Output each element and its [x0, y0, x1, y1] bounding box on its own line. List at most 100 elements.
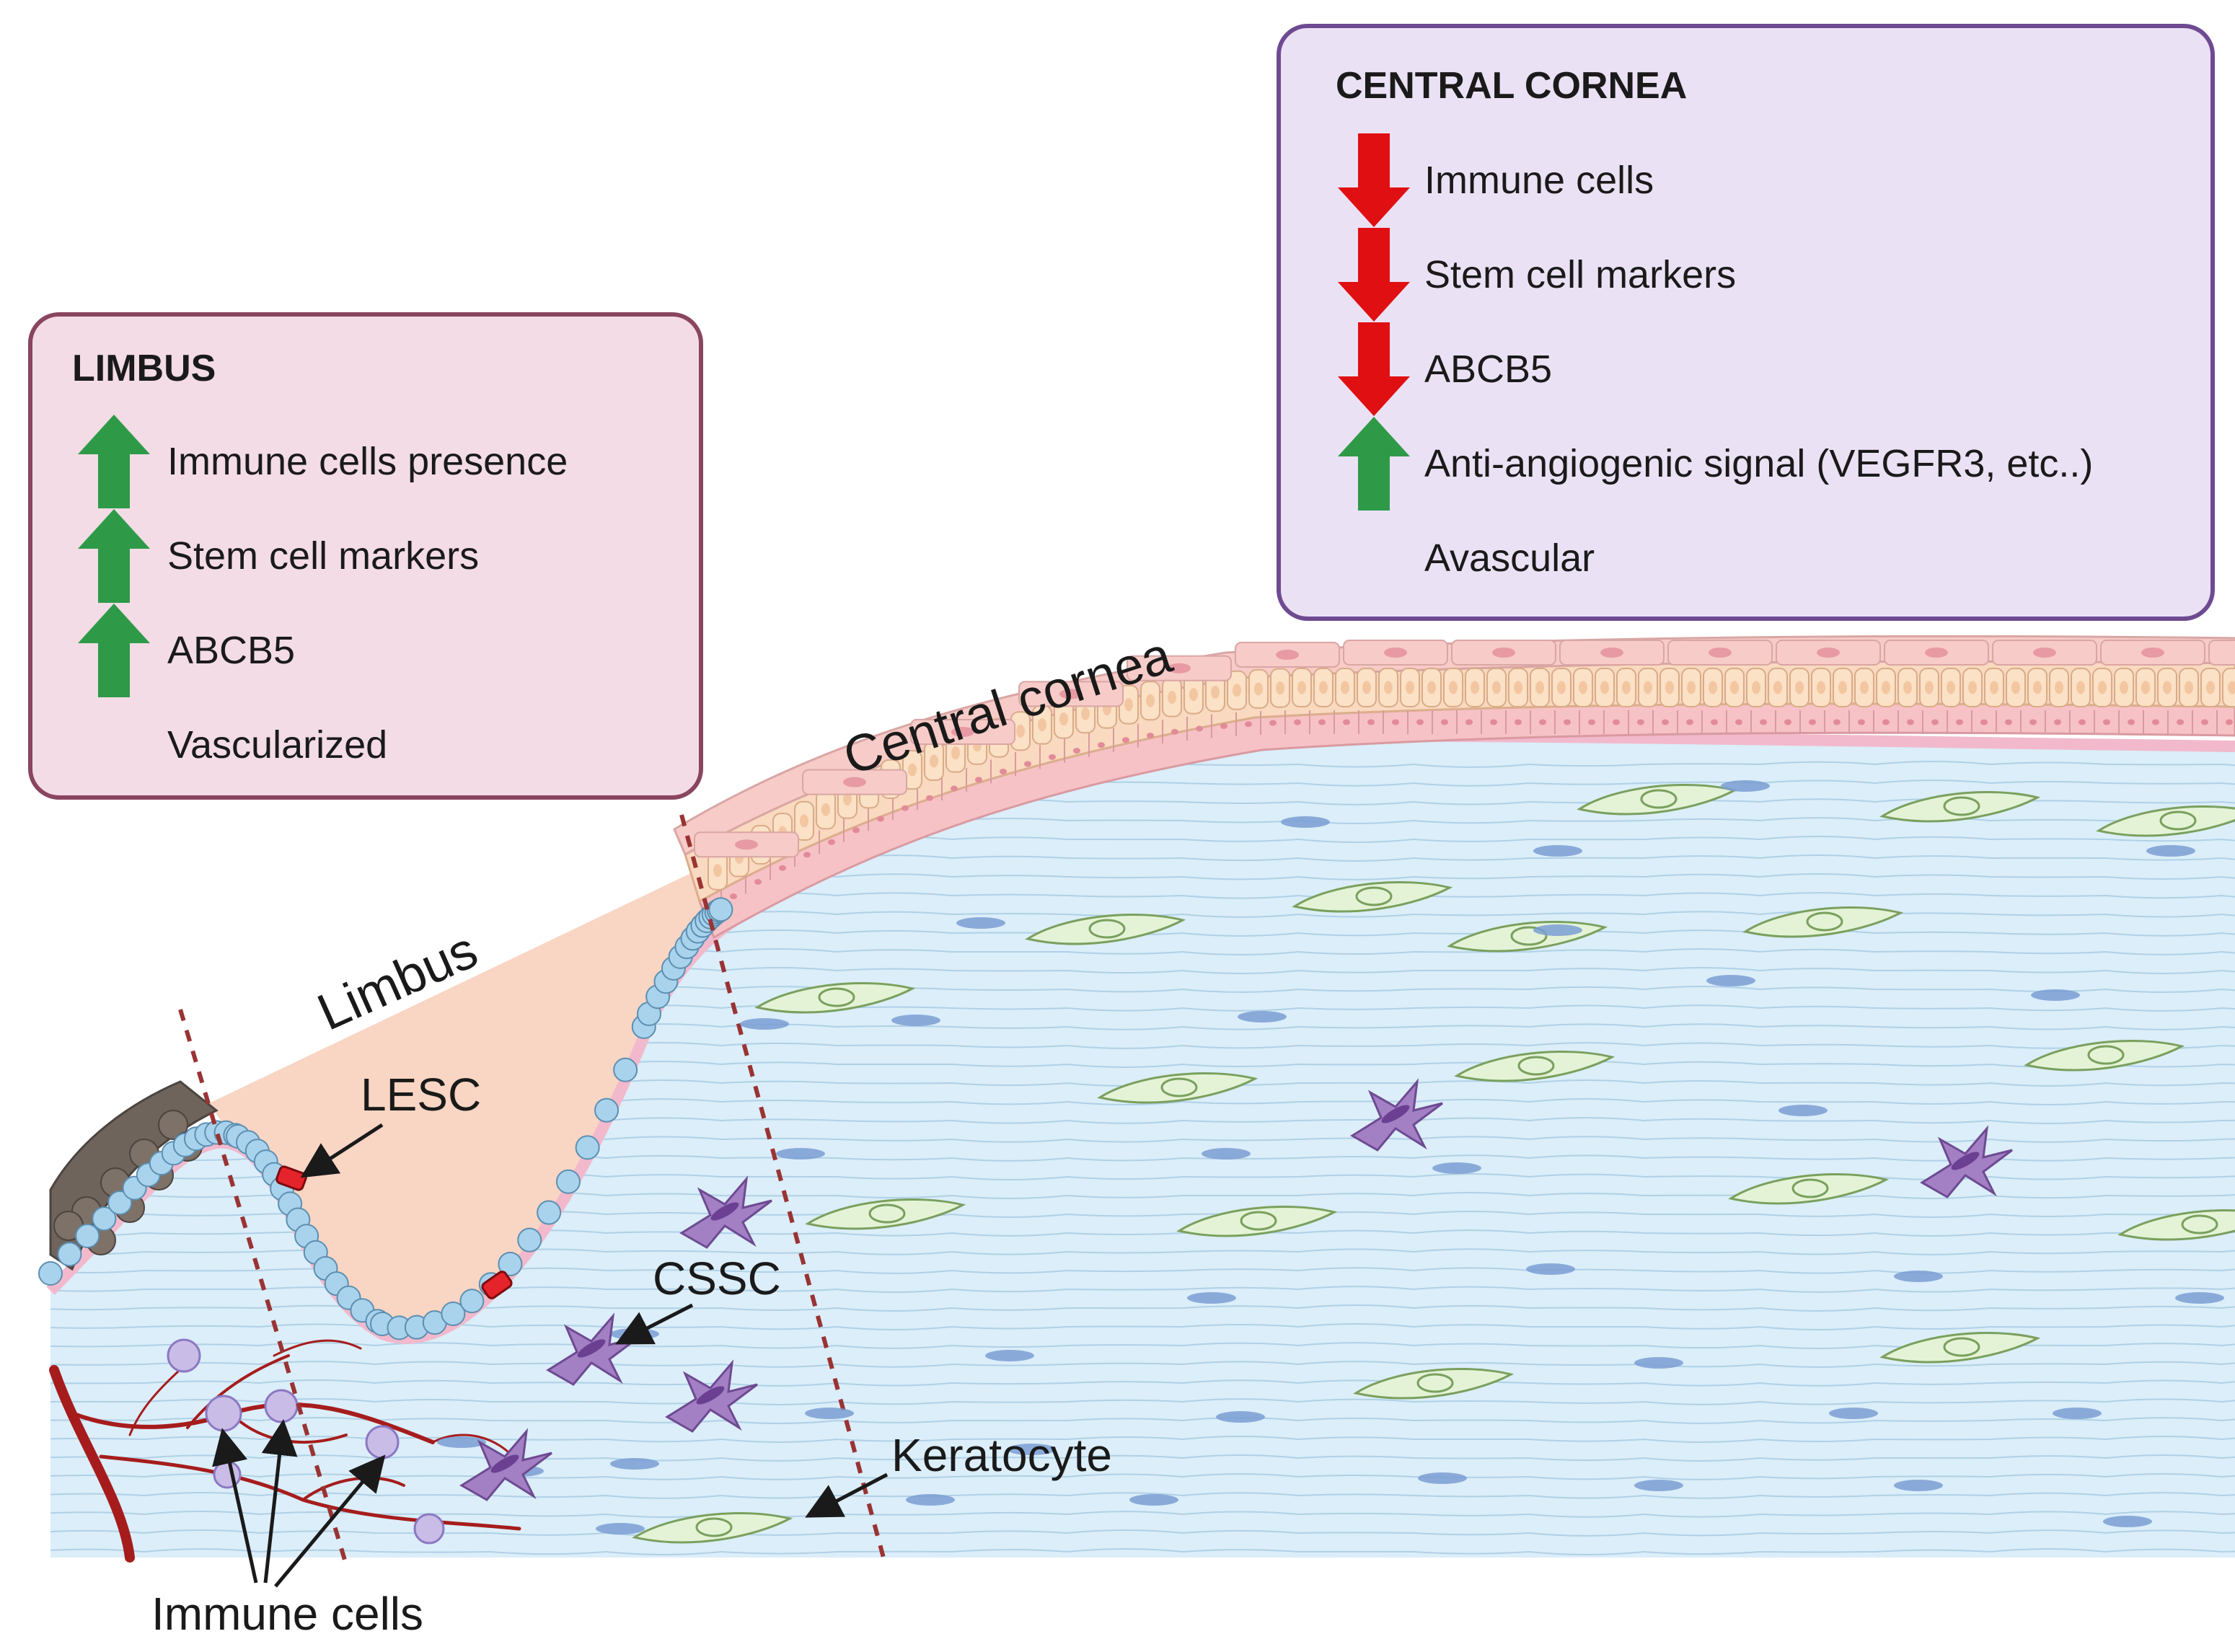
panel-item-label: Stem cell markers [167, 534, 479, 578]
limbal-basal-cells [38, 897, 733, 1340]
stromal-nucleus [1281, 816, 1330, 828]
stromal-nucleus [956, 917, 1005, 929]
stromal-nucleus [740, 1018, 789, 1030]
stromal-nucleus [610, 1458, 659, 1470]
basal-cell [594, 1097, 620, 1123]
stromal-nucleus [805, 1408, 854, 1419]
stromal-nucleus [1187, 1292, 1236, 1304]
stromal-nucleus [2175, 1292, 2224, 1304]
stromal-nucleus [1721, 780, 1770, 792]
immune-cell [365, 1425, 400, 1459]
keratocytes [632, 783, 2235, 1544]
keratocyte [1742, 906, 1904, 938]
basal-cell [555, 1169, 581, 1194]
callout-immune-arrow [261, 1419, 298, 1583]
stromal-nuclei [437, 780, 2224, 1534]
cornea-panel-box [1277, 24, 2215, 621]
up-arrow-icon [78, 604, 150, 697]
callout-immune-cells: Immune cells [151, 1588, 423, 1640]
cssc-cell [1350, 1078, 1443, 1152]
callout-immune-arrow [274, 1454, 386, 1588]
limbus-panel-box [28, 312, 703, 800]
stromal-nucleus [1202, 1148, 1251, 1160]
stromal-nucleus [2146, 845, 2195, 857]
stromal-nucleus [1829, 1408, 1878, 1419]
stromal-nucleus [1894, 1480, 1943, 1491]
stromal-nucleus [1418, 1472, 1467, 1484]
limbal-stroma-wedge [209, 873, 714, 1351]
up-arrow-icon [78, 509, 150, 603]
lesc-cell [275, 1165, 307, 1191]
stromal-nucleus [1007, 1444, 1056, 1455]
stromal-nucleus [1634, 1480, 1683, 1491]
callout-lesc-arrow [300, 1123, 384, 1178]
panel-item-label: Anti-angiogenic signal (VEGFR3, etc..) [1424, 442, 2093, 485]
basal-cell [498, 1251, 523, 1276]
basal-cell [537, 1200, 562, 1225]
stromal-nucleus [1526, 1263, 1575, 1275]
limbus-outer-boundary [178, 1009, 348, 1565]
callout-cssc: CSSC [653, 1253, 781, 1304]
panel-item-label: Immune cells [1424, 159, 1654, 202]
stromal-nucleus [1634, 1357, 1683, 1369]
panel-item-label: ABCB5 [1424, 348, 1552, 391]
callout-keratocyte: Keratocyte [891, 1429, 1112, 1481]
immune-cell [413, 1513, 445, 1545]
stromal-nucleus [1129, 1494, 1178, 1506]
basal-cell [517, 1227, 542, 1253]
keratocyte [1728, 1172, 1890, 1205]
basal-cell [708, 897, 733, 922]
stromal-nucleus [1894, 1271, 1943, 1282]
keratocyte [1097, 1072, 1258, 1104]
cssc-cell [1920, 1125, 2013, 1198]
keratocyte [2117, 1209, 2235, 1241]
keratocyte [754, 981, 916, 1014]
up-arrow-icon [1338, 417, 1410, 511]
stromal-nucleus [1238, 1011, 1287, 1022]
stromal-nucleus [596, 1523, 645, 1534]
keratocyte [1176, 1205, 1338, 1237]
down-arrow-icon [1338, 133, 1410, 227]
keratocyte [2096, 805, 2235, 837]
basal-cell [575, 1135, 600, 1160]
stromal-nucleus [1533, 924, 1582, 936]
stromal-nucleus [1533, 845, 1582, 857]
keratocyte [1454, 1050, 1615, 1082]
down-arrow-icon [1338, 322, 1410, 416]
stromal-nucleus [1216, 1411, 1265, 1423]
stromal-nucleus [2053, 1408, 2102, 1419]
down-arrow-icon [1338, 228, 1410, 322]
basal-cell [441, 1301, 466, 1326]
cssc-cell [679, 1175, 772, 1249]
basal-cell [57, 1242, 82, 1267]
lesc-cell [481, 1271, 513, 1299]
cornea-panel-title: CENTRAL CORNEA [1336, 65, 1687, 107]
stromal-nucleus [1432, 1162, 1481, 1174]
immune-cell [205, 1395, 242, 1432]
stromal-nucleus [1778, 1105, 1828, 1116]
cssc-cell [459, 1428, 552, 1501]
keratocyte [805, 1198, 966, 1230]
keratocyte [2024, 1039, 2185, 1072]
basal-cell [459, 1289, 485, 1314]
limbus-panel-title: LIMBUS [72, 348, 216, 389]
keratocyte [1879, 790, 2041, 823]
basal-cell [75, 1223, 100, 1248]
cssc-cell [665, 1359, 758, 1433]
callout-keratocyte-arrow [805, 1472, 889, 1518]
stromal-nucleus [891, 1015, 940, 1026]
up-arrow-icon [78, 415, 150, 508]
stromal-nucleus [437, 1436, 486, 1448]
immune-cell [213, 1460, 242, 1489]
stromal-nucleus [1706, 975, 1755, 986]
immune-cell [264, 1389, 299, 1423]
stromal-nucleus [2031, 989, 2080, 1001]
cssc-cells [459, 1078, 2013, 1501]
keratocyte [1025, 913, 1186, 945]
keratocyte [632, 1511, 793, 1544]
keratocyte [1292, 880, 1453, 913]
panel-item-label: Vascularized [167, 723, 387, 767]
